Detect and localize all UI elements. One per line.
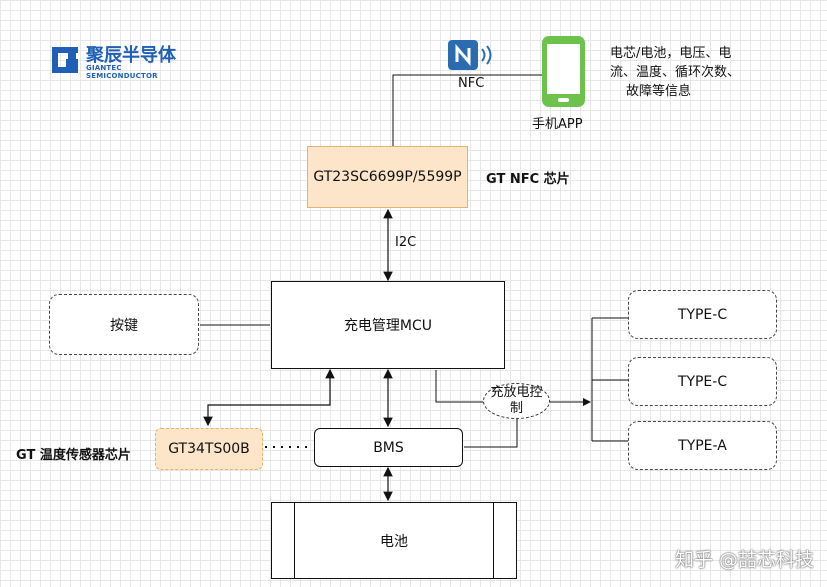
nfc-icon (448, 40, 492, 70)
giantec-logo-icon (52, 47, 78, 73)
charge-control-ellipse: 充放电控制 (483, 383, 550, 419)
temp-chip-caption: GT 温度传感器芯片 (16, 448, 131, 463)
port-type-c-1-label: TYPE-C (677, 306, 728, 323)
port-type-c-2-label: TYPE-C (677, 373, 728, 390)
phone-info-text: 电芯/电池，电压、电 流、温度、循环次数、 故障等信息 (610, 44, 740, 101)
info-line-2: 流、温度、循环次数、 (610, 65, 741, 80)
nfc-badge (448, 40, 496, 72)
battery-left-rail (294, 503, 295, 578)
nfc-label: NFC (458, 76, 485, 91)
phone-app-label: 手机APP (532, 117, 583, 132)
info-line-1: 电芯/电池，电压、电 (610, 46, 732, 61)
nfc-chip-box: GT23SC6699P/5599P (307, 146, 468, 208)
mcu-label: 充电管理MCU (343, 318, 433, 334)
info-line-3: 故障等信息 (626, 84, 692, 99)
logo-subtitle: GIANTEC SEMICONDUCTOR (86, 64, 158, 80)
bms-box: BMS (314, 428, 463, 467)
charge-control-label: 充放电控制 (490, 385, 543, 416)
temp-chip-box: GT34TS00B (155, 428, 263, 470)
smartphone-icon (542, 36, 585, 107)
port-type-c-2: TYPE-C (628, 357, 777, 406)
temp-chip-label: GT34TS00B (168, 441, 250, 457)
i2c-label: I2C (395, 235, 417, 250)
phone (541, 35, 586, 108)
watermark: 知乎 @喆芯科技 (675, 549, 815, 571)
logo-title: 聚辰半导体 (86, 45, 176, 66)
port-type-a: TYPE-A (628, 421, 777, 470)
company-logo: 聚辰半导体 GIANTEC SEMICONDUCTOR (48, 40, 188, 80)
battery-label: 电池 (380, 533, 408, 550)
button-label: 按键 (110, 317, 138, 334)
battery-right-rail (493, 503, 494, 578)
nfc-chip-label: GT23SC6699P/5599P (313, 169, 462, 185)
port-type-c-1: TYPE-C (628, 290, 777, 339)
bms-label: BMS (373, 439, 404, 456)
port-type-a-label: TYPE-A (678, 437, 727, 454)
nfc-chip-caption: GT NFC 芯片 (486, 172, 570, 187)
mcu-box: 充电管理MCU (271, 281, 505, 369)
button-box: 按键 (49, 294, 199, 355)
battery-box: 电池 (271, 502, 517, 579)
